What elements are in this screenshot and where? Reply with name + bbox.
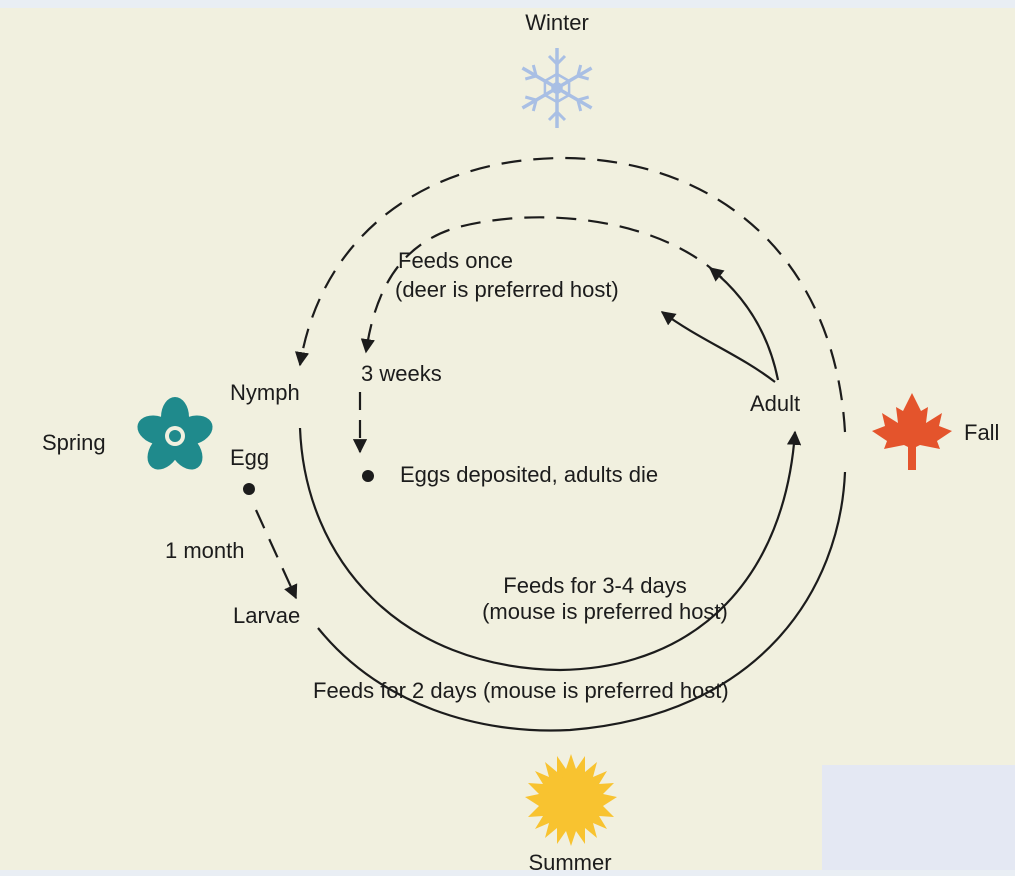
corner-card — [822, 765, 1015, 870]
flower-icon — [137, 397, 213, 470]
feeds-2-days-label: Feeds for 2 days (mouse is preferred hos… — [313, 678, 729, 703]
season-label-winter: Winter — [525, 10, 589, 35]
mouse-host-label: (mouse is preferred host) — [482, 599, 728, 624]
adult-to-feeding-arrow-2 — [660, 311, 776, 383]
stage-label-egg: Egg — [230, 445, 270, 470]
one-month-label: 1 month — [165, 538, 245, 563]
egg-dot — [243, 483, 255, 495]
season-label-spring: Spring — [42, 430, 106, 455]
snowflake-icon — [521, 48, 593, 128]
maple-leaf-icon — [872, 393, 952, 470]
stage-label-adult: Adult — [750, 391, 801, 416]
stage-label-larvae: Larvae — [233, 603, 301, 628]
season-label-summer: Summer — [528, 850, 612, 875]
adult-to-feeding-arrow — [708, 267, 780, 381]
eggs-deposited-label: Eggs deposited, adults die — [400, 462, 659, 487]
eggs-deposited-dot — [362, 470, 374, 482]
feeds-once-label: Feeds once — [398, 248, 513, 273]
season-label-fall: Fall — [964, 420, 1000, 445]
feeds-3-4-days-label: Feeds for 3-4 days — [503, 573, 687, 598]
outer-dashed-arc — [294, 156, 847, 433]
inner-dashed-arc — [360, 216, 723, 354]
deer-host-label: (deer is preferred host) — [395, 277, 619, 302]
three-weeks-label: 3 weeks — [361, 361, 442, 386]
stage-label-nymph: Nymph — [230, 380, 300, 405]
egg-to-larvae-arrow — [254, 509, 298, 600]
sun-icon — [525, 754, 617, 846]
larvae-to-nymph-arc — [317, 471, 847, 732]
nymph-to-adult-arc — [298, 427, 802, 672]
